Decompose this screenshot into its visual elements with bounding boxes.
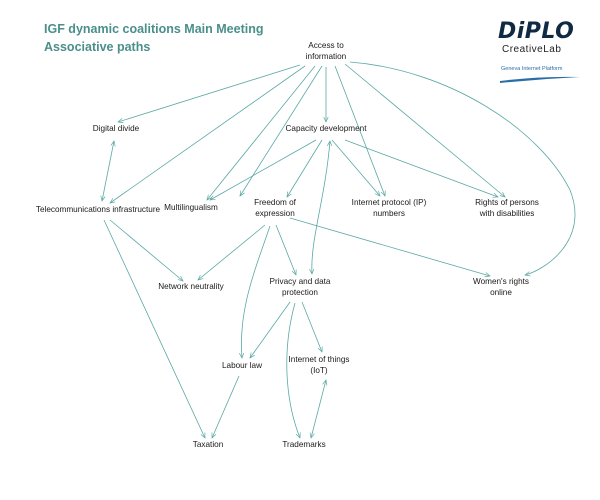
edge-telecom-to-taxation [103, 219, 206, 438]
edges-layer [102, 61, 576, 438]
edge-access-to-women [349, 61, 576, 275]
edge-privacy-to-iot [301, 301, 322, 352]
node-iot-line-2: (IoT) [310, 366, 328, 375]
logo-wordmark: DiPLO [498, 19, 575, 44]
edge-telecom-to-netneutral [109, 219, 183, 281]
node-privacy: Privacy and data protection [270, 277, 331, 297]
edge-access-to-telecom [110, 65, 306, 203]
node-women-line-2: online [490, 288, 512, 297]
edge-capacity-to-rights [344, 139, 498, 197]
edge-iot-to-trademarks [311, 380, 326, 438]
edge-freedom-to-women [289, 217, 490, 276]
node-digital: Digital divide [93, 124, 140, 133]
title-line-2: Associative paths [44, 40, 151, 54]
node-women-line-1: Women's rights [473, 277, 529, 286]
edge-privacy-to-trademarks [286, 302, 300, 438]
node-telecom-line-1: Telecommunications infrastructure [36, 205, 161, 214]
logo-swoosh-icon [500, 76, 580, 83]
node-access-line-1: Access to [308, 41, 344, 50]
title-line-1: IGF dynamic coalitions Main Meeting [44, 22, 264, 36]
node-freedom-line-2: expression [255, 209, 295, 218]
node-trademarks-line-1: Trademarks [282, 440, 325, 449]
edge-labour-to-taxation [212, 375, 240, 438]
node-privacy-line-2: protection [282, 288, 318, 297]
logo-platform-text: Geneva Internet Platform [501, 66, 563, 72]
edge-access-to-ip [334, 65, 385, 196]
node-labour-line-1: Labour law [222, 361, 262, 370]
node-privacy-line-1: Privacy and data [270, 277, 331, 286]
node-rights-line-2: with disabilities [479, 209, 535, 218]
edge-access-to-multi [207, 65, 316, 200]
node-rights: Rights of persons with disabilities [475, 198, 539, 218]
node-freedom-line-1: Freedom of [254, 198, 297, 207]
edge-access-to-digital [118, 64, 301, 122]
edge-digital-to-telecom [102, 141, 114, 201]
node-access: Access to information [306, 41, 347, 61]
edge-privacy-to-labour [250, 301, 291, 358]
node-iot-line-1: Internet of things [289, 355, 350, 364]
edge-access-to-rights [344, 63, 505, 197]
edge-capacity-to-freedom [287, 139, 323, 197]
edge-freedom-to-netneutral [198, 224, 266, 280]
node-freedom: Freedom of expression [254, 198, 297, 218]
node-taxation: Taxation [193, 440, 224, 449]
logo-subtitle: CreativeLab [502, 44, 562, 55]
node-capacity: Capacity development [285, 124, 367, 133]
edge-capacity-to-ip [331, 139, 380, 196]
edge-freedom-to-privacy [275, 224, 296, 275]
node-taxation-line-1: Taxation [193, 440, 224, 449]
node-trademarks: Trademarks [282, 440, 325, 449]
edge-capacity-to-multi [210, 139, 317, 200]
node-ip-line-1: Internet protocol (IP) [352, 198, 427, 207]
edge-freedom-to-labour [241, 225, 271, 358]
edge-access-to-freedom [240, 65, 323, 196]
node-multi-line-1: Multilingualism [164, 203, 218, 212]
node-netneutral-line-1: Network neutrality [158, 282, 224, 291]
node-digital-line-1: Digital divide [93, 124, 140, 133]
node-telecom: Telecommunications infrastructure [36, 205, 161, 214]
node-capacity-line-1: Capacity development [285, 124, 367, 133]
diplo-logo: DiPLO CreativeLab Geneva Internet Platfo… [498, 20, 594, 88]
node-women: Women's rights online [473, 277, 529, 297]
node-ip-line-2: numbers [373, 209, 405, 218]
node-labour: Labour law [222, 361, 262, 370]
node-iot: Internet of things (IoT) [289, 355, 350, 375]
node-netneutral: Network neutrality [158, 282, 224, 291]
node-rights-line-1: Rights of persons [475, 198, 539, 207]
node-multi: Multilingualism [164, 203, 218, 212]
node-ip: Internet protocol (IP) numbers [352, 198, 427, 218]
node-access-line-2: information [306, 52, 347, 61]
edge-capacity-to-privacy [312, 141, 330, 274]
diagram-title: IGF dynamic coalitions Main Meeting Asso… [44, 20, 263, 56]
